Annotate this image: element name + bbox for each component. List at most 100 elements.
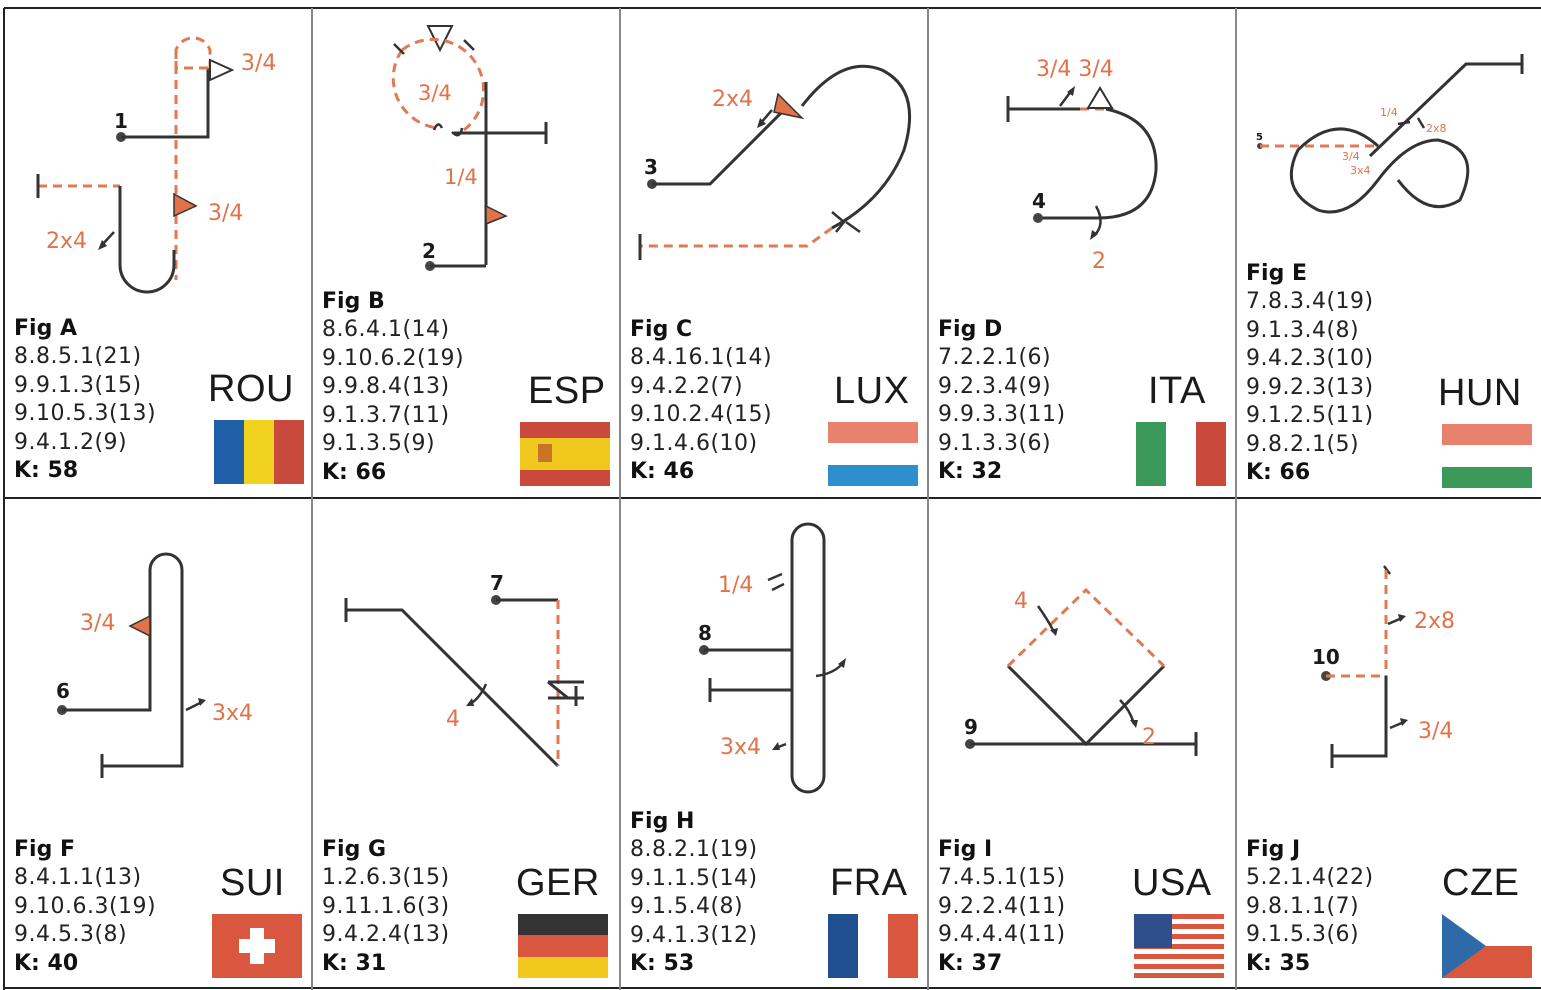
figure-title: Fig D	[938, 317, 1003, 342]
figure-code: 9.4.5.3(8)	[14, 922, 128, 947]
flag-luxembourg-icon	[828, 422, 918, 486]
flag-romania-icon	[214, 420, 304, 484]
figure-code: 9.1.3.5(9)	[322, 431, 436, 456]
figure-title: Fig C	[630, 317, 693, 342]
figure-code: 9.9.1.3(15)	[14, 372, 142, 398]
figure-code: 9.9.8.4(13)	[322, 374, 450, 399]
figure-code: 9.4.2.2(7)	[630, 373, 744, 399]
figure-info: Fig C 8.4.16.1(14) 9.4.2.2(7) 9.10.2.4(1…	[630, 316, 772, 486]
country-code: USA	[1132, 862, 1212, 904]
k-factor: K: 32	[938, 459, 1003, 484]
rotation-label: 3/4	[80, 611, 115, 636]
k-factor: K: 37	[938, 950, 1003, 976]
figure-code: 9.2.2.4(11)	[938, 893, 1066, 919]
figure-diagram: 7 4	[344, 571, 584, 768]
figure-code: 9.4.4.4(11)	[938, 922, 1066, 947]
figure-code: 9.10.6.3(19)	[14, 893, 157, 919]
rotation-label: 2	[1142, 725, 1156, 750]
rotation-label: 3/4	[1342, 150, 1360, 163]
figure-title: Fig B	[322, 289, 385, 314]
figure-code: 9.1.3.7(11)	[322, 402, 450, 428]
rotation-label: 1/4	[718, 573, 753, 598]
rotation-label: 2x4	[46, 229, 87, 254]
start-number: 7	[490, 571, 504, 595]
figure-code: 9.10.5.3(13)	[14, 401, 157, 426]
flag-italy-icon	[1136, 422, 1226, 486]
rotation-label: 3/4 3/4	[1036, 57, 1114, 82]
figure-code: 9.1.2.5(11)	[1246, 403, 1374, 428]
country-code: FRA	[830, 862, 908, 904]
figure-code: 9.10.6.2(19)	[322, 345, 465, 371]
country-code: GER	[516, 862, 600, 904]
figure-code: 8.8.2.1(19)	[630, 837, 758, 862]
figure-info: Fig E 7.8.3.4(19) 9.1.3.4(8) 9.4.2.3(10)…	[1246, 260, 1374, 487]
flag-hungary-icon	[1442, 424, 1532, 488]
rotation-label: 3x4	[212, 701, 253, 726]
rotation-label: 4	[446, 707, 460, 732]
figure-card-h: 8 1/4 3x4 Fig H 8.8.2.1(19) 9.1.1.5(14) …	[622, 500, 926, 988]
k-factor: K: 66	[1246, 460, 1311, 485]
figure-diagram: 3 2x4	[638, 64, 912, 260]
figure-code: 9.1.5.3(6)	[1246, 922, 1360, 947]
flag-usa-icon	[1134, 914, 1224, 978]
start-number: 8	[698, 621, 712, 645]
figure-code: 9.8.2.1(5)	[1246, 431, 1360, 457]
figure-card-g: 7 4 Fig G 1.2.6.3(15) 9.11.1.6(3) 9.4.2.…	[314, 500, 618, 988]
figure-title: Fig J	[1246, 837, 1301, 862]
country-code: LUX	[834, 370, 910, 412]
figure-info: Fig H 8.8.2.1(19) 9.1.1.5(14) 9.1.5.4(8)…	[630, 808, 758, 978]
rotation-label: 1/4	[444, 165, 478, 189]
figure-title: Fig H	[630, 809, 695, 834]
figure-card-c: 3 2x4 Fig C 8.4.16.1(14) 9.4.2.2(7) 9.10…	[622, 10, 926, 496]
figure-code: 8.4.1.1(13)	[14, 865, 142, 890]
figure-diagram: 2 3/4 1/4	[391, 25, 548, 271]
flag-germany-icon	[518, 914, 608, 978]
figure-code: 9.8.1.1(7)	[1246, 893, 1360, 919]
figure-code: 9.1.5.4(8)	[630, 894, 744, 919]
rotation-label: 3/4	[418, 81, 452, 105]
figure-code: 5.2.1.4(22)	[1246, 865, 1374, 890]
figure-card-j: 10 2x8 3/4 Fig J 5.2.1.4(22) 9.8.1.1(7) …	[1238, 500, 1541, 988]
figure-title: Fig A	[14, 316, 78, 341]
start-number: 5	[1256, 132, 1263, 143]
figure-info: Fig I 7.4.5.1(15) 9.2.2.4(11) 9.4.4.4(11…	[938, 836, 1066, 978]
figure-card-a: 1 3/4 3/4 2x4 Fig A 8.8.5.1(21) 9.9.1.3(…	[6, 10, 310, 496]
rotation-label: 2	[1092, 249, 1106, 274]
figure-info: Fig G 1.2.6.3(15) 9.11.1.6(3) 9.4.2.4(13…	[322, 836, 450, 978]
figure-diagram: 6 3/4 3x4	[56, 552, 253, 778]
k-factor: K: 46	[630, 459, 695, 484]
figure-code: 9.1.4.6(10)	[630, 430, 758, 456]
figure-title: Fig I	[938, 837, 993, 862]
figure-card-i: 9 4 2 Fig I 7.4.5.1(15) 9.2.2.4(11) 9.4.…	[930, 500, 1234, 988]
figure-title: Fig E	[1246, 261, 1308, 286]
figure-card-e: 5 1/4 2x8 3/4 3x4 Fig E 7.8.3.4(19) 9.1.…	[1238, 10, 1541, 496]
figure-diagram: 4 3/4 3/4 2	[1006, 57, 1158, 274]
rotation-label: 4	[1014, 589, 1028, 614]
figure-code: 7.4.5.1(15)	[938, 865, 1066, 890]
rotation-label: 2x4	[712, 87, 753, 112]
figure-info: Fig D 7.2.2.1(6) 9.2.3.4(9) 9.9.3.3(11) …	[938, 316, 1066, 486]
rotation-label: 1/4	[1380, 106, 1398, 119]
rotation-label: 3/4	[241, 51, 276, 76]
k-factor: K: 58	[14, 458, 79, 483]
country-code: ESP	[528, 370, 606, 412]
flag-france-icon	[828, 914, 918, 978]
figure-code: 9.9.3.3(11)	[938, 402, 1066, 427]
rotation-label: 2x8	[1426, 122, 1447, 135]
figure-card-d: 4 3/4 3/4 2 Fig D 7.2.2.1(6) 9.2.3.4(9) …	[930, 10, 1234, 496]
figure-code: 7.8.3.4(19)	[1246, 289, 1374, 314]
figure-code: 8.8.5.1(21)	[14, 344, 142, 369]
figure-code: 9.4.2.3(10)	[1246, 346, 1374, 371]
country-code: SUI	[220, 862, 285, 904]
country-code: CZE	[1442, 862, 1520, 904]
figure-code: 8.4.16.1(14)	[630, 345, 773, 370]
figure-card-f: 6 3/4 3x4 Fig F 8.4.1.1(13) 9.10.6.3(19)…	[6, 500, 310, 988]
figure-diagram: 9 4 2	[964, 587, 1198, 756]
figure-code: 9.1.1.5(14)	[630, 865, 758, 891]
rotation-label: 3x4	[1350, 164, 1371, 177]
figure-card-b: 2 3/4 1/4 Fig B 8.6.4.1(14) 9.10.6.2(19)…	[314, 10, 618, 496]
figure-code: 9.1.3.4(8)	[1246, 317, 1360, 343]
figure-diagram: 8 1/4 3x4	[698, 522, 846, 794]
